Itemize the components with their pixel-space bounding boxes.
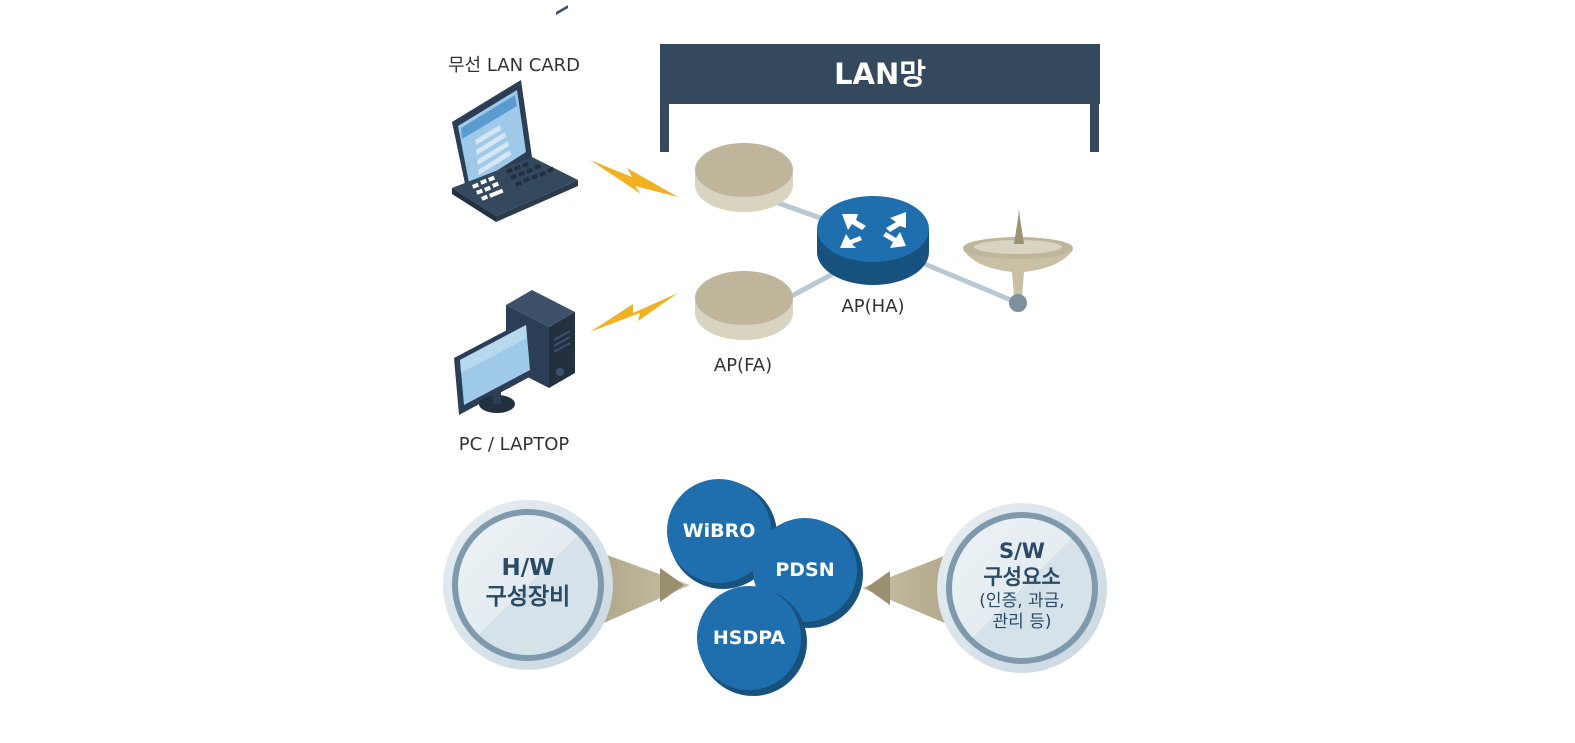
ap-fa-bottom-disk (695, 271, 793, 340)
tech-label-hsdpa: HSDPA (712, 627, 786, 649)
hw-title: H/W (501, 555, 555, 581)
sw-detail-line1: (인증, 과금, (979, 590, 1065, 611)
antenna-icon (963, 208, 1073, 312)
tech-label-wibro: WiBRO (682, 520, 756, 542)
sw-label: S/W 구성요소 (인증, 과금, 관리 등) (979, 538, 1064, 633)
router-icon (817, 196, 929, 285)
wireless-signal-top (590, 160, 678, 197)
wireless-signal-bottom (590, 293, 678, 332)
sw-circle (862, 503, 1107, 673)
ap-fa-top-disk (695, 143, 793, 212)
lan-bracket (660, 44, 1100, 152)
sw-detail-line2: 관리 등) (992, 611, 1052, 632)
sw-subtitle: 구성요소 (983, 565, 1061, 590)
ap-fa-label: AP(FA) (713, 355, 773, 376)
tech-circle-hsdpa (697, 586, 807, 696)
hw-subtitle: 구성장비 (485, 583, 571, 610)
sw-title: S/W (999, 539, 1045, 563)
pc-laptop-label: PC / LAPTOP (458, 434, 570, 455)
desktop-pc-icon (454, 5, 575, 415)
wireless-lan-card-label: 무선 LAN CARD (448, 55, 581, 76)
hw-label: H/W 구성장비 (486, 554, 571, 612)
hw-circle (443, 500, 690, 670)
ap-ha-label: AP(HA) (841, 296, 905, 317)
lan-network-title: LAN망 (834, 57, 926, 91)
tech-circle-wibro (667, 479, 777, 589)
laptop-icon (452, 80, 578, 222)
tech-label-pdsn: PDSN (775, 559, 835, 581)
